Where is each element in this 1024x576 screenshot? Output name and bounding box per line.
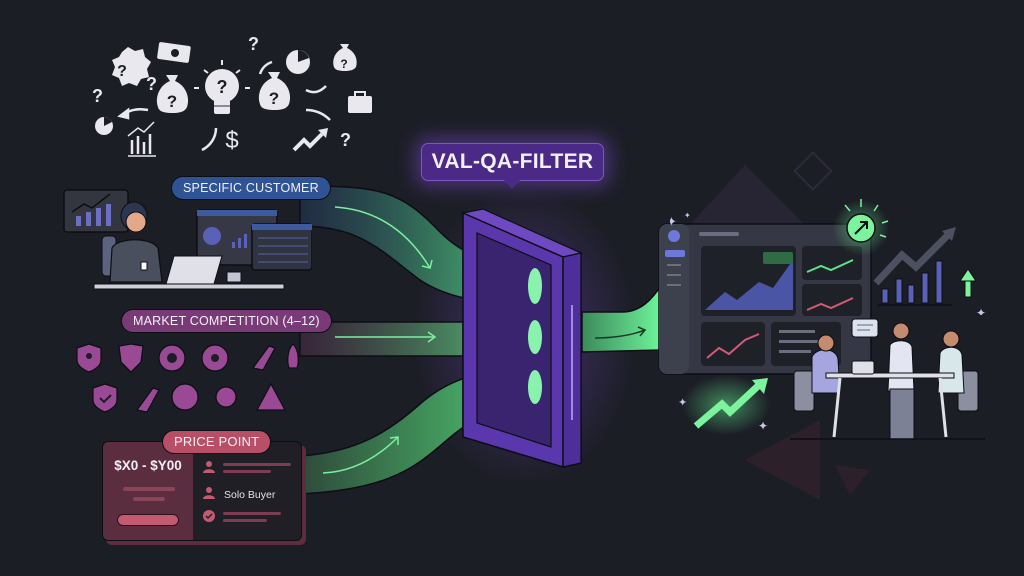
pie-chart-icon: [286, 50, 310, 74]
sparkle-icon: ✦: [678, 396, 687, 409]
sparkle-icon: ✦: [670, 215, 677, 230]
up-arrow-icon: [959, 268, 977, 298]
network-icon: [215, 386, 237, 408]
filter-gate: [461, 208, 583, 469]
sparkle-icon: ✦: [758, 419, 768, 433]
speech-bubble-icon: [851, 318, 879, 338]
trend-up-icon: [292, 128, 328, 152]
penrose-triangle-icon: [255, 382, 287, 411]
lightbulb-question-icon: ?: [194, 60, 250, 114]
avatar: [668, 230, 680, 242]
svg-text:?: ?: [269, 89, 279, 108]
arrow-icon: [117, 107, 149, 120]
filter-title-label: VAL-QA-FILTER: [421, 143, 604, 189]
question-badge-icon: ?: [112, 47, 151, 86]
rocket-upright-icon: [287, 343, 299, 369]
svg-text:?: ?: [117, 63, 127, 80]
brainstorm-icons: ? ? ? ? ? ? ? ? ? $: [92, 34, 372, 157]
price-range-value: $X0 - $Y00: [114, 458, 182, 473]
growth-indicators: ✦: [833, 199, 986, 315]
arrow-icon: [258, 60, 273, 75]
solo-buyer-label: Solo Buyer: [224, 489, 276, 501]
input-label-price-point: PRICE POINT: [162, 430, 272, 454]
placeholder-line: [123, 487, 175, 491]
money-bill-icon: [157, 42, 191, 63]
question-mark-icon: ?: [146, 74, 157, 94]
shield-check-icon: [92, 383, 118, 413]
svg-text:?: ?: [340, 57, 347, 71]
placeholder-line: [133, 497, 165, 501]
user-icon: [203, 461, 215, 473]
green-trend-icon: [693, 383, 761, 429]
briefcase-icon: [348, 91, 372, 113]
money-bag-icon: ?: [258, 72, 291, 110]
input-label-specific-customer: SPECIFIC CUSTOMER: [171, 176, 331, 200]
arrow-icon: [201, 127, 218, 152]
competitor-logos: [76, 343, 299, 413]
money-bag-icon: ?: [333, 44, 357, 71]
customer-analyst-illustration: [63, 189, 312, 290]
shield-wing-icon: [118, 343, 144, 373]
flow-arrow-icon: [322, 206, 437, 474]
price-details: [203, 461, 291, 522]
sparkles-trend: ✦ ✦ ✦ ✦: [670, 211, 770, 435]
arrow-icon: [305, 85, 327, 94]
rocket-small-icon: [135, 387, 160, 413]
team-meeting-illustration: [790, 318, 985, 440]
question-mark-icon: ?: [92, 86, 103, 106]
money-bag-icon: ?: [156, 75, 189, 113]
bar-chart-icon: [127, 121, 156, 157]
sparkle-icon: ✦: [684, 211, 691, 220]
input-label-market-competition: MARKET COMPETITION (4–12): [121, 309, 332, 333]
question-mark-icon: ?: [340, 130, 351, 150]
dollar-icon: $: [225, 127, 238, 154]
svg-text:?: ?: [217, 77, 228, 97]
user-icon: [203, 487, 215, 499]
analytics-dashboard: [658, 223, 872, 375]
rocket-icon: [251, 345, 276, 371]
pie-chart-icon: [95, 117, 113, 135]
sparkle-icon: ✦: [976, 306, 986, 315]
price-point-card: $X0 - $Y00 Solo Buyer: [102, 441, 302, 541]
price-action-button[interactable]: [117, 514, 179, 526]
svg-text:?: ?: [167, 92, 177, 111]
arrow-icon: [305, 108, 331, 121]
triangle-circle-icon: [171, 383, 199, 411]
flow-port-icon: [528, 268, 542, 404]
question-mark-icon: ?: [248, 34, 259, 54]
output-arrow-icon: [594, 326, 647, 339]
